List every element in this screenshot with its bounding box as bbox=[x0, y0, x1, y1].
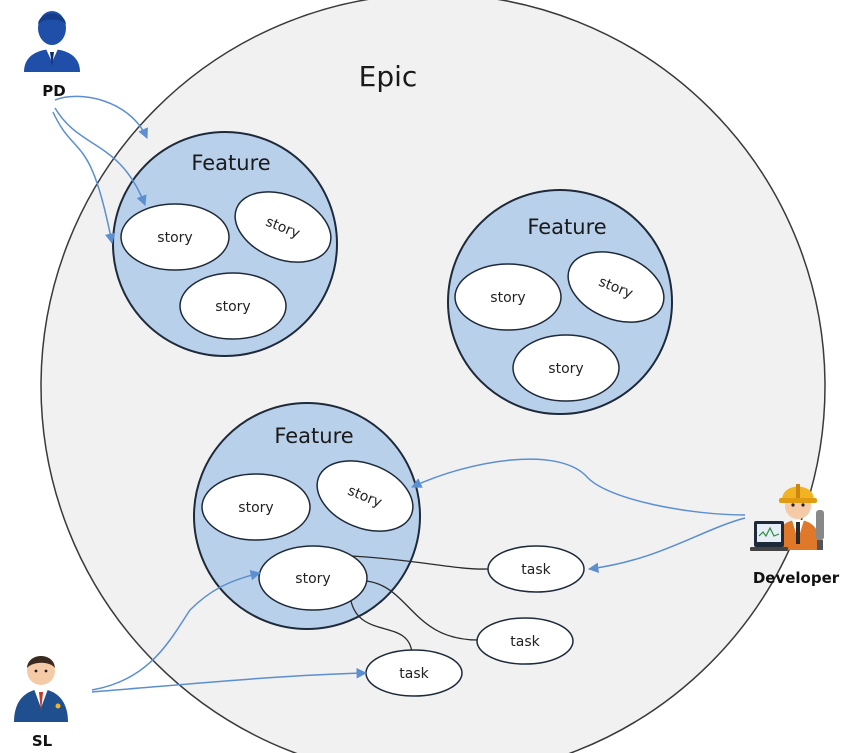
story: story bbox=[234, 191, 332, 263]
feature-title: Feature bbox=[191, 151, 270, 175]
sl-arrow bbox=[91, 570, 262, 691]
svg-text:story: story bbox=[215, 299, 250, 315]
epic-circle bbox=[40, 0, 826, 753]
story: story bbox=[120, 203, 230, 271]
svg-text:story: story bbox=[157, 230, 192, 246]
developer-arrow bbox=[587, 517, 746, 574]
actor-label: PD bbox=[42, 82, 65, 100]
business-person-icon bbox=[24, 11, 80, 72]
connector-line bbox=[365, 580, 479, 641]
actor-label: SL bbox=[32, 732, 53, 750]
engineer-with-laptop-icon bbox=[750, 484, 824, 551]
actor-pd: PD bbox=[24, 11, 80, 100]
story: story bbox=[258, 545, 368, 611]
feature-title: Feature bbox=[274, 424, 353, 448]
story: story bbox=[512, 334, 620, 402]
story: story bbox=[454, 263, 562, 331]
svg-text:task: task bbox=[510, 634, 540, 650]
task: task bbox=[487, 545, 585, 593]
actor-label: Developer bbox=[753, 569, 840, 587]
svg-text:story: story bbox=[548, 361, 583, 377]
story: story bbox=[179, 272, 287, 340]
developer-arrow bbox=[411, 458, 746, 516]
connector-line bbox=[351, 555, 489, 570]
pd-arrow bbox=[54, 107, 147, 206]
epic: Epic bbox=[40, 0, 826, 753]
feature-3: Feature story story story bbox=[193, 402, 421, 630]
story-task-connectors bbox=[350, 555, 489, 655]
story: story bbox=[567, 251, 665, 323]
feature-title: Feature bbox=[527, 215, 606, 239]
svg-text:story: story bbox=[295, 571, 330, 587]
task: task bbox=[476, 617, 574, 665]
pd-arrow bbox=[52, 111, 116, 245]
feature-1: Feature story story story bbox=[112, 131, 338, 357]
feature-2: Feature story story story bbox=[447, 189, 673, 415]
suited-person-icon bbox=[14, 656, 68, 722]
svg-text:task: task bbox=[521, 562, 551, 578]
pd-arrow bbox=[54, 95, 148, 139]
actor-arrows bbox=[52, 95, 746, 693]
connector-line bbox=[350, 600, 413, 655]
sl-arrow bbox=[91, 667, 368, 693]
task: task bbox=[365, 649, 463, 697]
svg-text:story: story bbox=[490, 290, 525, 306]
svg-text:task: task bbox=[399, 666, 429, 682]
story: story bbox=[201, 473, 311, 541]
actor-developer: Developer bbox=[750, 484, 840, 587]
svg-text:story: story bbox=[238, 500, 273, 516]
story: story bbox=[316, 460, 414, 532]
actor-sl: SL bbox=[14, 656, 68, 750]
epic-title: Epic bbox=[359, 60, 418, 93]
